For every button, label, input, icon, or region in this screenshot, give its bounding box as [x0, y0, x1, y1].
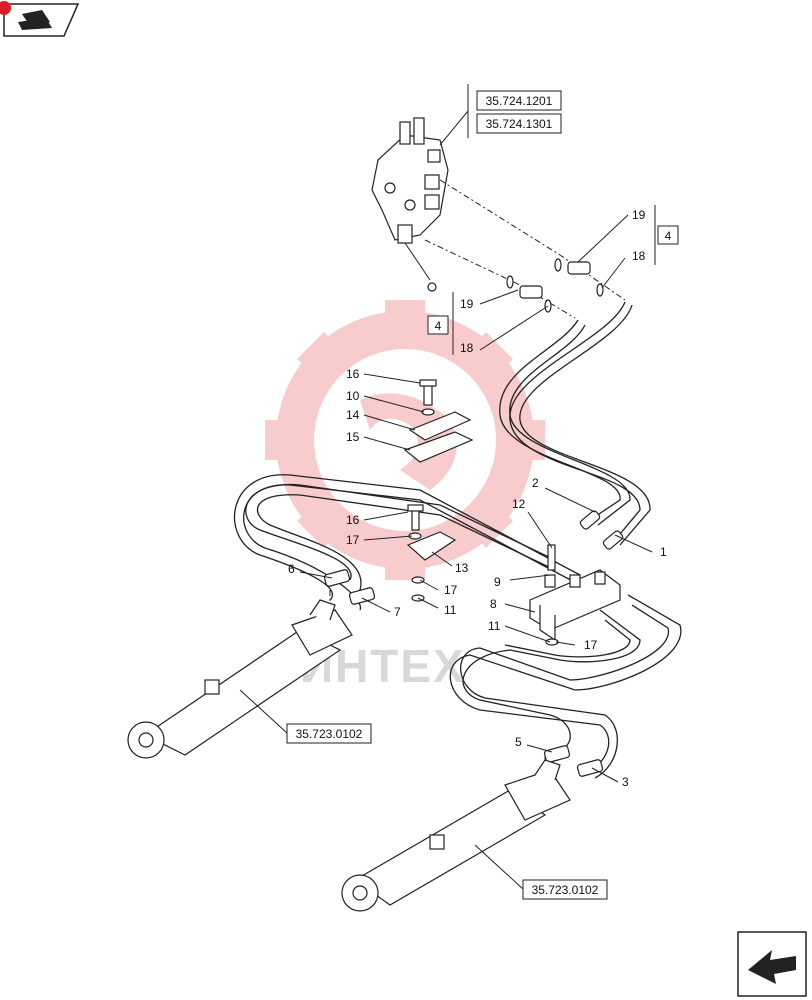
hose-fittings	[323, 510, 624, 777]
callout-6: 6	[288, 562, 295, 576]
callout-7: 7	[394, 605, 401, 619]
callout-18-b: 18	[460, 341, 474, 355]
centerline	[424, 239, 576, 319]
distribution-block	[529, 544, 621, 646]
group-ref-box-lower[interactable]: 4	[427, 315, 449, 335]
clamp-bolt-upper	[403, 379, 474, 463]
fitting-set-upper	[506, 258, 604, 313]
next-arrow-icon[interactable]	[737, 931, 807, 997]
callout-2: 2	[532, 476, 539, 490]
reference-label: 35.724.1301	[486, 117, 553, 131]
callout-19-a: 19	[632, 208, 646, 222]
callout-16-b: 16	[346, 513, 360, 527]
callout-1: 1	[660, 545, 667, 559]
book-pencil-icon[interactable]	[0, 1, 80, 37]
watermark-gear-logo	[265, 300, 545, 580]
callout-12: 12	[512, 497, 526, 511]
callout-17-a: 17	[346, 533, 360, 547]
group-ref-label: 4	[435, 319, 442, 333]
callout-15: 15	[346, 430, 360, 444]
callouts: 1 2 3 5 6 7 8 9 10 11 11 12 13 14 15 16	[288, 208, 667, 789]
callout-11-a: 11	[444, 603, 457, 617]
callout-3: 3	[622, 775, 629, 789]
callout-8: 8	[490, 597, 497, 611]
callout-17-c: 17	[584, 638, 598, 652]
callout-9: 9	[494, 575, 501, 589]
control-valve-block	[371, 117, 449, 292]
group-ref-box-upper[interactable]: 4	[657, 225, 679, 245]
callout-14: 14	[346, 408, 360, 422]
centerline	[439, 179, 626, 301]
reference-box-cylinder-upper[interactable]: 35.723.0102	[286, 723, 372, 744]
reference-label: 35.723.0102	[532, 883, 599, 897]
reference-label: 35.724.1201	[486, 94, 553, 108]
reference-box-cylinder-lower[interactable]: 35.723.0102	[522, 879, 608, 900]
reference-box-valve-1[interactable]: 35.724.1201	[476, 90, 562, 111]
hose-assembly-1	[509, 301, 651, 546]
group-ref-label: 4	[665, 229, 672, 243]
reference-label: 35.723.0102	[296, 727, 363, 741]
callout-16-a: 16	[346, 367, 360, 381]
callout-17-b: 17	[444, 583, 458, 597]
hose-assembly-2	[499, 319, 631, 526]
clamp-bolt-lower	[406, 504, 457, 602]
callout-5: 5	[515, 735, 522, 749]
hydraulic-cylinder-lower	[341, 759, 571, 912]
hose-assembly-lower	[449, 594, 682, 779]
reference-box-valve-2[interactable]: 35.724.1301	[476, 113, 562, 134]
callout-19-b: 19	[460, 297, 474, 311]
callout-11-b: 11	[488, 619, 501, 633]
callout-10: 10	[346, 389, 360, 403]
callout-13: 13	[455, 561, 469, 575]
callout-18-a: 18	[632, 249, 646, 263]
